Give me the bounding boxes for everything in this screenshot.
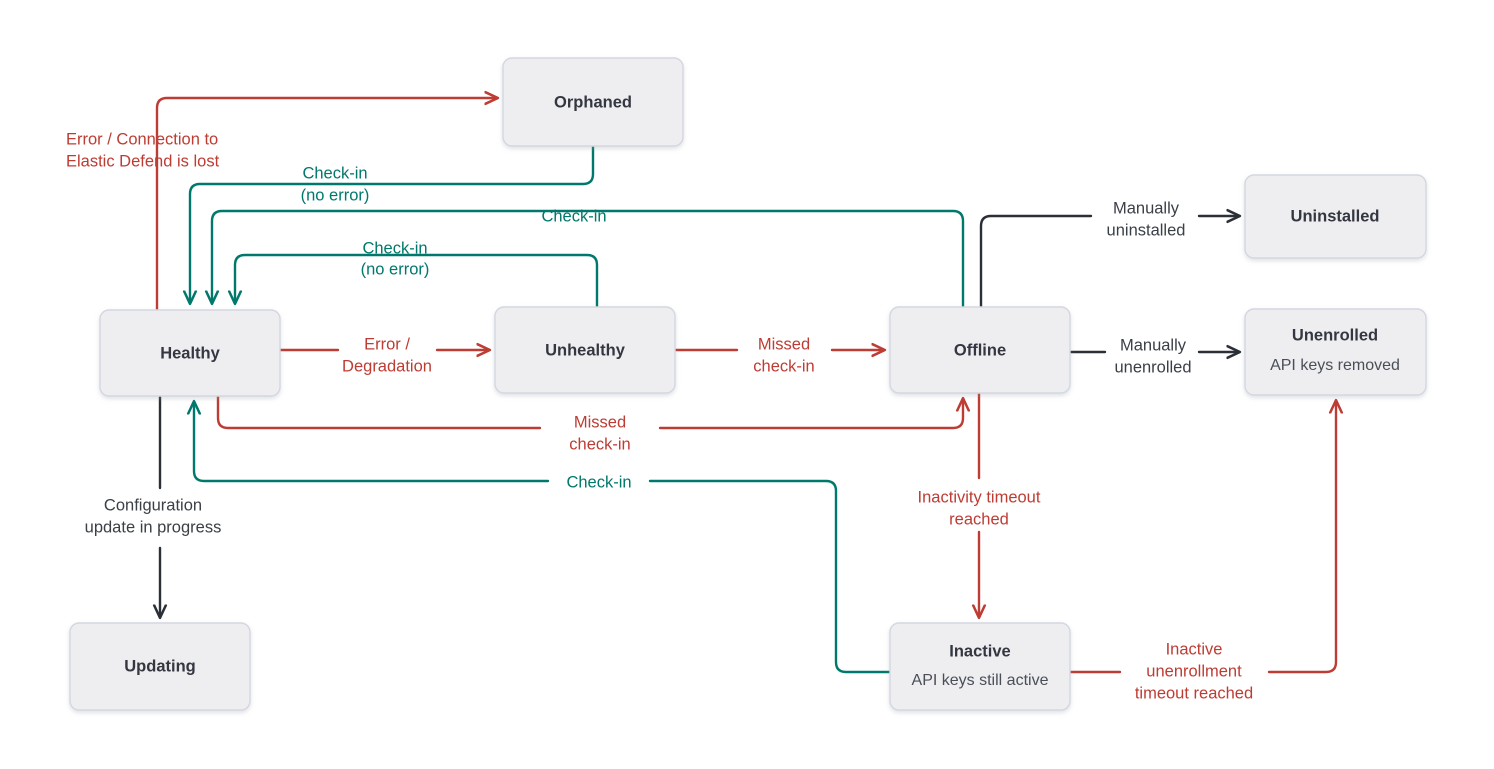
edge-label-checkin-noerror-mid-line1: Check-in	[362, 239, 427, 257]
node-inactive-label: Inactive	[949, 642, 1010, 660]
edge-label-missed-checkin-healthy-line1: Missed	[574, 413, 626, 431]
edge-label-configuration-update-line1: Configuration	[104, 496, 202, 514]
edge-label-inactivity-timeout-line1: Inactivity timeout	[918, 488, 1041, 506]
node-unenrolled-sublabel: API keys removed	[1270, 357, 1400, 374]
edge-healthy-to-offline	[216, 394, 963, 430]
edge-label-inactive-unenrollment-line3: timeout reached	[1135, 684, 1253, 702]
edge-label-manually-uninstalled-line1: Manually	[1113, 199, 1180, 217]
node-unenrolled[interactable]: Unenrolled API keys removed	[1244, 308, 1427, 396]
node-unenrolled-label: Unenrolled	[1292, 326, 1378, 344]
edge-offline-to-uninstalled	[979, 216, 1239, 309]
edge-offline-to-healthy	[212, 209, 965, 309]
edge-label-manually-uninstalled-line2: uninstalled	[1107, 221, 1186, 239]
edge-orphaned-to-healthy	[190, 144, 595, 303]
node-inactive[interactable]: Inactive API keys still active	[889, 622, 1071, 711]
node-inactive-sublabel: API keys still active	[912, 672, 1049, 689]
edge-healthy-to-orphaned	[155, 98, 497, 312]
edge-label-error-connection-line1: Error / Connection to	[66, 130, 218, 148]
node-offline-label: Offline	[954, 341, 1006, 359]
edge-label-checkin-noerror-top-line1: Check-in	[302, 164, 367, 182]
node-healthy[interactable]: Healthy	[99, 309, 281, 397]
edge-label-missed-checkin-unhealthy-line2: check-in	[753, 357, 814, 375]
edge-label-inactive-unenrollment-line2: unenrollment	[1146, 662, 1242, 680]
edge-unhealthy-to-healthy	[235, 253, 599, 309]
edge-label-manually-unenrolled-line2: unenrolled	[1114, 358, 1191, 376]
edge-label-missed-checkin-healthy-line2: check-in	[569, 435, 630, 453]
node-uninstalled[interactable]: Uninstalled	[1244, 174, 1427, 259]
edge-label-checkin-inactive: Check-in	[566, 473, 631, 491]
edge-label-inactive-unenrollment-line1: Inactive	[1166, 640, 1223, 658]
edge-inactive-to-healthy	[194, 402, 892, 674]
node-orphaned[interactable]: Orphaned	[502, 57, 684, 147]
node-healthy-label: Healthy	[160, 344, 220, 362]
edge-label-error-degradation-line1: Error /	[364, 335, 410, 353]
edge-inactive-to-unenrolled	[1068, 401, 1336, 674]
node-unhealthy-label: Unhealthy	[545, 341, 626, 359]
node-orphaned-label: Orphaned	[554, 93, 632, 111]
edge-label-checkin-noerror-mid-line2: (no error)	[361, 260, 430, 278]
node-unhealthy[interactable]: Unhealthy	[494, 306, 676, 394]
edge-label-error-connection-line2: Elastic Defend is lost	[66, 152, 220, 170]
edge-label-error-degradation-line2: Degradation	[342, 357, 432, 375]
node-updating-label: Updating	[124, 657, 196, 675]
edge-label-checkin-offline: Check-in	[541, 207, 606, 225]
node-updating[interactable]: Updating	[69, 622, 251, 711]
edge-label-inactivity-timeout-line2: reached	[949, 510, 1009, 528]
edge-label-configuration-update-line2: update in progress	[85, 518, 222, 536]
node-uninstalled-label: Uninstalled	[1291, 207, 1380, 225]
edge-label-manually-unenrolled-line1: Manually	[1120, 336, 1187, 354]
edge-label-checkin-noerror-top-line2: (no error)	[301, 186, 370, 204]
node-offline[interactable]: Offline	[889, 306, 1071, 394]
edge-label-missed-checkin-unhealthy-line1: Missed	[758, 335, 810, 353]
